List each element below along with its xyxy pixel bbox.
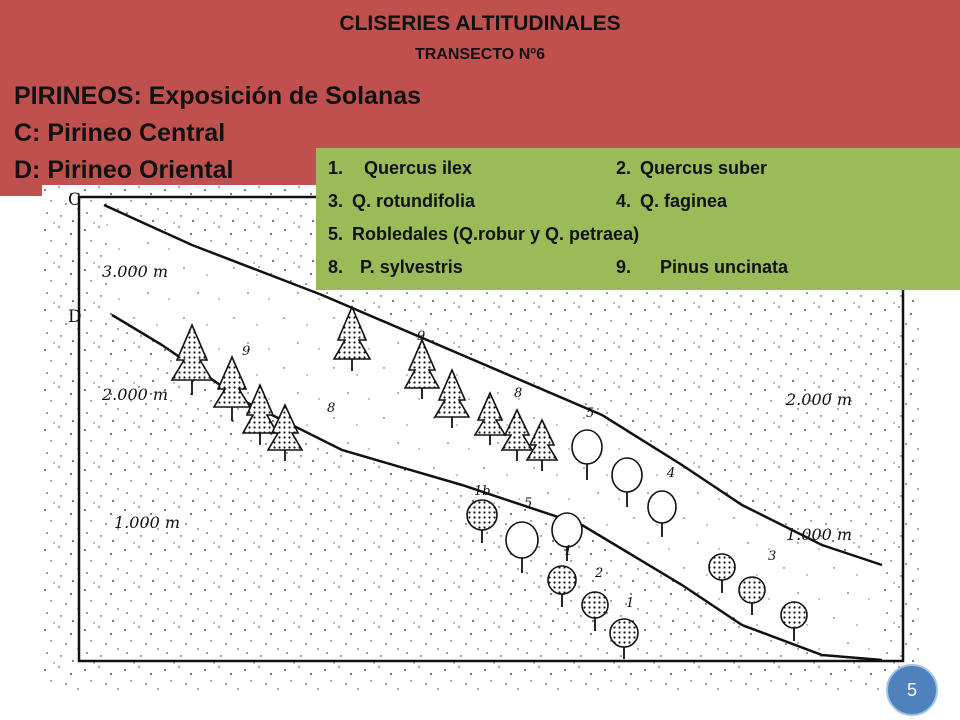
legend-num-5: 5. xyxy=(328,224,344,244)
oak-tree xyxy=(551,512,583,548)
holm-oak-tree xyxy=(708,553,736,581)
holm-oak-tree xyxy=(547,565,577,595)
zone-number: 9 xyxy=(417,329,425,344)
altitude-2000-left: 2.000 m xyxy=(101,385,168,404)
profile-c-caption: C: Pirineo Central xyxy=(14,119,226,147)
holm-oak-tree xyxy=(738,576,766,604)
profile-d-caption: D: Pirineo Oriental xyxy=(14,156,234,184)
pine-trunks xyxy=(191,359,543,471)
legend-num-2: 2. xyxy=(616,158,632,178)
zone-number: 8 xyxy=(514,386,522,401)
zone-number: 1 xyxy=(564,544,572,559)
legend-num-1: 1. xyxy=(328,158,344,178)
legend-label-4: Q. faginea xyxy=(640,191,728,211)
legend-num-4: 4. xyxy=(616,191,632,211)
profile-d-letter: D xyxy=(68,307,82,327)
altitude-1000-left: 1.000 m xyxy=(114,513,180,532)
species-legend: 1. Quercus ilex 2. Quercus suber 3. Q. r… xyxy=(316,148,960,290)
altitude-1000-right: 1.000 m xyxy=(786,525,852,544)
holm-oak-group xyxy=(466,499,808,648)
zone-number: 3 xyxy=(768,549,776,564)
legend-num-8: 8. xyxy=(328,257,344,277)
legend-label-9: Pinus uncinata xyxy=(660,257,789,277)
zone-number: 5 xyxy=(524,496,532,511)
oak-tree xyxy=(571,429,603,465)
legend-label-8: P. sylvestris xyxy=(360,257,463,277)
altitude-3000-left: 3.000 m xyxy=(102,262,168,281)
oak-tree xyxy=(611,457,643,493)
holm-oak-tree xyxy=(609,618,639,648)
altitude-2000-right: 2.000 m xyxy=(785,390,852,409)
profile-c-line xyxy=(103,203,883,567)
profile-c-letter: C xyxy=(68,190,81,210)
legend-label-2: Quercus suber xyxy=(640,158,768,178)
holm-oak-tree xyxy=(466,499,498,531)
legend-label-1: Quercus ilex xyxy=(364,158,473,178)
holm-oak-tree xyxy=(581,591,609,619)
zone-number: 5 xyxy=(586,406,594,421)
zone-number: 1 xyxy=(626,596,634,611)
zone-number: 8 xyxy=(327,401,335,416)
zone-number: 1b xyxy=(474,484,491,499)
oak-tree xyxy=(647,490,677,524)
legend-num-3: 3. xyxy=(328,191,344,211)
oak-tree xyxy=(505,521,539,559)
zone-number: 2 xyxy=(594,566,603,581)
region-heading: PIRINEOS: Exposición de Solanas xyxy=(14,82,422,110)
holm-oak-tree xyxy=(780,601,808,629)
zone-number: 4 xyxy=(666,466,675,481)
legend-label-3: Q. rotundifolia xyxy=(352,191,475,211)
slide-subtitle: TRANSECTO Nº6 xyxy=(414,46,545,63)
zone-number: 9 xyxy=(242,344,250,359)
broadleaf-trunks xyxy=(481,464,795,659)
legend-num-9: 9. xyxy=(616,257,632,277)
legend-label-5: Robledales (Q.robur y Q. petraea) xyxy=(352,224,640,244)
slide-title: CLISERIES ALTITUDINALES xyxy=(339,12,621,35)
page-number-badge: 5 xyxy=(886,664,938,716)
